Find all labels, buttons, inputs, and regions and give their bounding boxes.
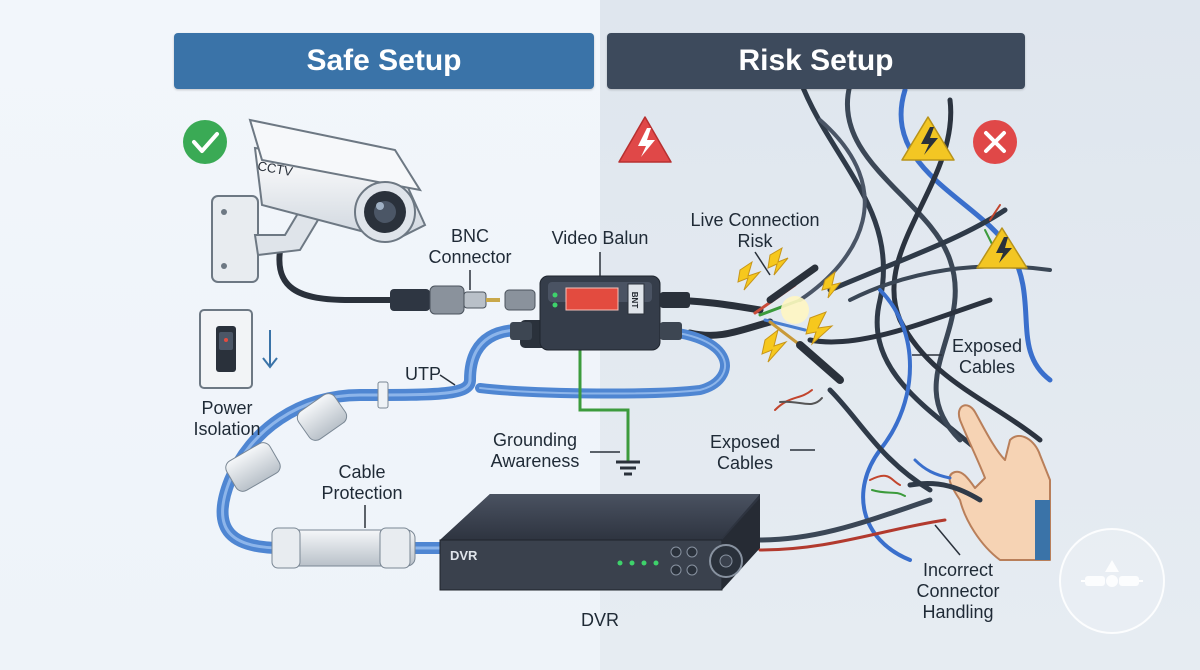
video-balun (510, 275, 690, 351)
label-line: Cables (958, 357, 1016, 377)
bnc-connector-label: BNC Connector (420, 226, 520, 268)
label-line: Handling (922, 602, 994, 622)
live-connection-risk-label: Live Connection Risk (680, 210, 830, 252)
utp-cable (216, 324, 730, 555)
logo-badge (1059, 528, 1165, 634)
lightning-spark-icon (737, 246, 842, 363)
exposed-cables-middle-label: Exposed Cables (700, 432, 790, 474)
label-line: Isolation (193, 419, 261, 439)
label-line: Grounding (492, 430, 578, 450)
hand-icon (948, 404, 1051, 561)
camera-brand-text: CCTV (256, 158, 294, 179)
grounding-awareness-label: Grounding Awareness (480, 430, 590, 472)
warning-icon (618, 116, 672, 163)
label-line: Connector (428, 247, 512, 267)
cable-protection-label: Cable Protection (312, 462, 412, 504)
dvr-brand-text: DVR (450, 548, 478, 563)
label-line: Protection (321, 483, 403, 503)
label-line: BNC (450, 226, 489, 246)
handled-cable (907, 458, 983, 503)
power-isolation-label: Power Isolation (182, 398, 272, 440)
utp-clip (377, 381, 389, 409)
arrow-down-icon (262, 330, 278, 369)
ground-icon (578, 350, 640, 476)
video-balun-label: Video Balun (551, 228, 649, 248)
safe-setup-banner: Safe Setup (174, 33, 594, 89)
check-icon (183, 120, 227, 164)
label-line: Exposed (951, 336, 1023, 356)
incorrect-connector-handling-label: Incorrect Connector Handling (908, 560, 1008, 623)
label-line: Risk (737, 231, 773, 251)
dvr-unit (439, 494, 760, 591)
balun-brand-text: BNT (630, 292, 639, 309)
label-line: Incorrect (922, 560, 994, 580)
label-line: Power (201, 398, 253, 418)
dvr-caption-label: DVR (580, 610, 619, 630)
logo-mark-icon (1081, 560, 1143, 587)
error-x-icon (973, 120, 1017, 164)
label-line: Exposed (709, 432, 781, 452)
cctv-camera (211, 118, 427, 283)
label-line: Live Connection (690, 210, 820, 230)
label-line: Cable (338, 462, 386, 482)
utp-label: UTP (405, 364, 441, 384)
label-line: Awareness (490, 451, 580, 471)
warning-icon (901, 116, 955, 161)
warning-icon (976, 227, 1028, 269)
bnc-connector (390, 285, 536, 315)
exposed-cables-right-label: Exposed Cables (942, 336, 1032, 378)
risk-setup-banner: Risk Setup (607, 33, 1025, 89)
camera-cable (276, 239, 400, 303)
leader-lines (364, 251, 961, 556)
label-line: Connector (916, 581, 1000, 601)
label-line: Cables (716, 453, 774, 473)
messy-cables (757, 77, 1053, 562)
cable-protection-sleeves (225, 393, 416, 569)
power-switch-icon (199, 309, 253, 389)
